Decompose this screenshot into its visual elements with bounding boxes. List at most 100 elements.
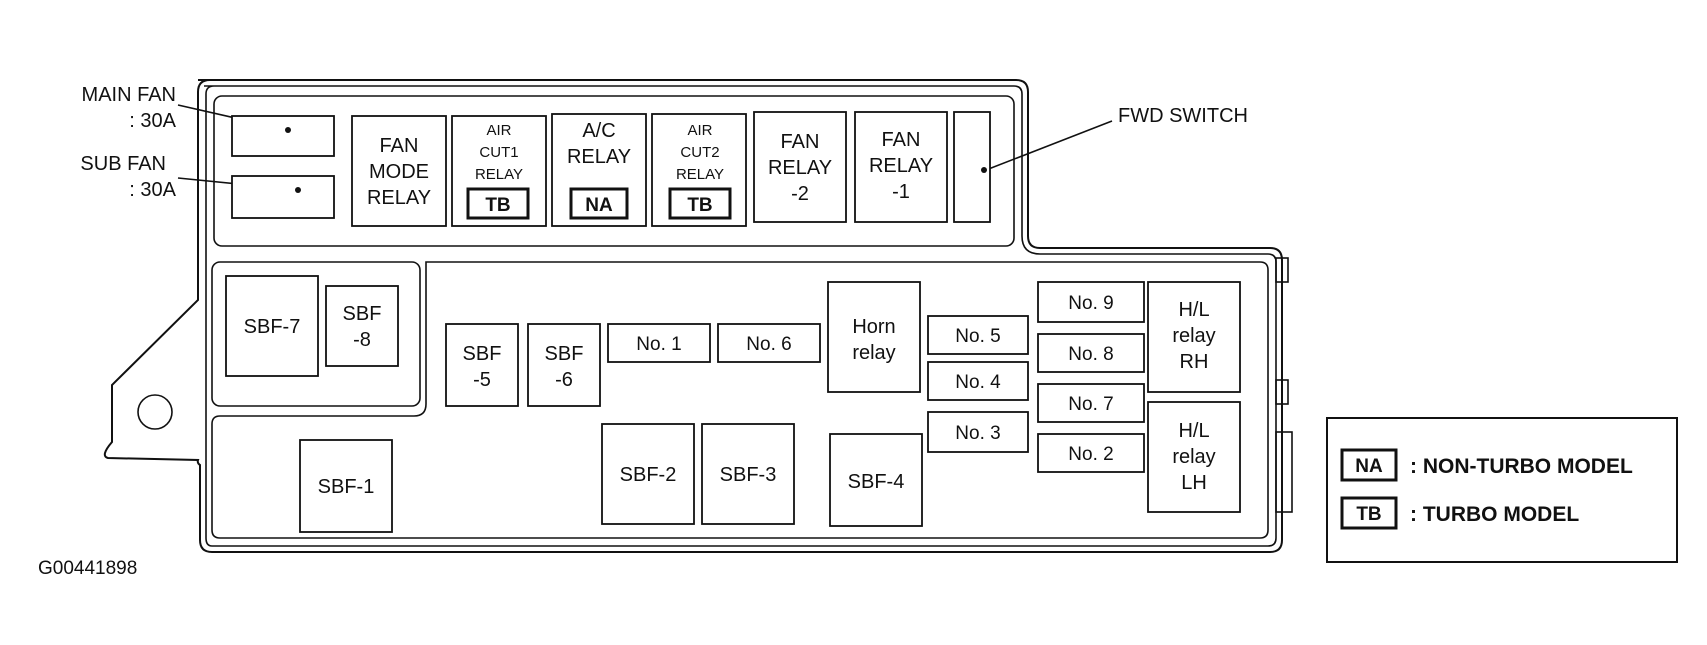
side-clip-mid: [1275, 379, 1289, 405]
fuse-box-outline: [103, 79, 1283, 553]
legend-na-text: : NON-TURBO MODEL: [1410, 455, 1633, 478]
legend-tb-tag-text: TB: [1356, 504, 1381, 525]
fuse-no-2: [1037, 433, 1145, 473]
sbf-6-label-line1: SBF: [545, 343, 584, 365]
legend-tb-tag: [1340, 496, 1398, 530]
side-clip-bottom: [1275, 431, 1293, 513]
fuse-no-9: [1037, 281, 1145, 323]
sbf-8-fuse: [325, 285, 399, 367]
fuse-no-5: [927, 315, 1029, 355]
horn-relay: [827, 281, 921, 393]
sbf-2-fuse: [601, 423, 695, 525]
fuse-no-1-label: No. 1: [636, 334, 681, 355]
fan-relay-2: [753, 111, 847, 223]
air-cut1-relay-line1: AIR: [486, 122, 511, 139]
sbf-2-label: SBF-2: [620, 464, 677, 486]
sub-fan-label-line1: SUB FAN: [80, 153, 166, 175]
fan-relay-2-line2: RELAY: [768, 157, 832, 179]
sbf-4-label: SBF-4: [848, 471, 905, 493]
fuse-no-8: [1037, 333, 1145, 373]
hl-relay-lh: [1147, 401, 1241, 513]
relay-compartment: [213, 95, 1015, 247]
ac-na-tag: [569, 187, 629, 220]
fuse-no-7: [1037, 383, 1145, 423]
fan-mode-relay-line1: FAN: [380, 135, 419, 157]
main-fan-fuse-dot: [285, 127, 291, 133]
fan-relay-2-line3: -2: [791, 183, 809, 205]
sbf-3-fuse: [701, 423, 795, 525]
air-cut2-tb-tag: [668, 187, 732, 220]
air-cut1-tb-text: TB: [485, 195, 510, 216]
fan-mode-relay-line2: MODE: [369, 161, 429, 183]
sbf-6-label-line2: -6: [555, 369, 573, 391]
sbf-4-fuse: [829, 433, 923, 527]
fuse-no-2-label: No. 2: [1068, 444, 1113, 465]
air-cut2-relay-line3: RELAY: [676, 166, 724, 183]
hl-relay-lh-line1: H/L: [1178, 420, 1209, 442]
main-fan-fuse: [231, 115, 335, 157]
sbf-5-label-line2: -5: [473, 369, 491, 391]
fuse-compartment-main: [211, 261, 1269, 539]
fan-mode-relay: [351, 115, 447, 227]
sbf-5-label-line1: SBF: [463, 343, 502, 365]
sbf-7-label: SBF-7: [244, 316, 301, 338]
hl-relay-rh-line1: H/L: [1178, 299, 1209, 321]
fan-relay-2-line1: FAN: [781, 131, 820, 153]
sbf-5-fuse: [445, 323, 519, 407]
fuse-no-4: [927, 361, 1029, 401]
mounting-hole: [137, 394, 173, 430]
fuse-no-3-label: No. 3: [955, 423, 1000, 444]
fwd-switch-slot: [953, 111, 991, 223]
sbf-8-label-line1: SBF: [343, 303, 382, 325]
fan-mode-relay-line3: RELAY: [367, 187, 431, 209]
hl-relay-lh-line2: relay: [1172, 446, 1215, 468]
sub-fan-label-line2: : 30A: [129, 179, 176, 201]
fwd-switch-dot: [981, 167, 987, 173]
legend-na-tag-text: NA: [1355, 456, 1383, 477]
legend-box: [1326, 417, 1678, 563]
sbf-compartment-left: [211, 261, 421, 407]
legend-tb-text: : TURBO MODEL: [1410, 503, 1579, 526]
fuse-no-4-label: No. 4: [955, 372, 1001, 393]
horn-relay-line2: relay: [852, 342, 895, 364]
legend-na-tag: [1340, 448, 1398, 482]
fwd-switch-label: FWD SWITCH: [1118, 105, 1248, 127]
hl-relay-rh: [1147, 281, 1241, 393]
side-clip-top: [1275, 257, 1289, 283]
sbf-8-label-line2: -8: [353, 329, 371, 351]
horn-relay-line1: Horn: [852, 316, 895, 338]
fuse-no-7-label: No. 7: [1068, 394, 1113, 415]
sbf-1-label: SBF-1: [318, 476, 375, 498]
hl-relay-rh-line3: RH: [1180, 351, 1209, 373]
fuse-no-5-label: No. 5: [955, 326, 1000, 347]
air-cut1-relay-line3: RELAY: [475, 166, 523, 183]
fuse-no-6-label: No. 6: [746, 334, 791, 355]
fuse-no-6: [717, 323, 821, 363]
air-cut2-relay-line2: CUT2: [680, 144, 719, 161]
fan-relay-1: [854, 111, 948, 223]
hl-relay-rh-line2: relay: [1172, 325, 1215, 347]
main-fan-label-line1: MAIN FAN: [82, 84, 176, 106]
ac-relay-line2: RELAY: [567, 146, 631, 168]
fan-relay-1-line1: FAN: [882, 129, 921, 151]
air-cut2-relay-line1: AIR: [687, 122, 712, 139]
figure-id: G00441898: [38, 558, 137, 579]
hl-relay-lh-line3: LH: [1181, 472, 1207, 494]
fuse-no-1: [607, 323, 711, 363]
main-fan-label-line2: : 30A: [129, 110, 176, 132]
fuse-no-3: [927, 411, 1029, 453]
fuse-no-9-label: No. 9: [1068, 293, 1113, 314]
sbf-7-fuse: [225, 275, 319, 377]
sbf-1-fuse: [299, 439, 393, 533]
fan-relay-1-line3: -1: [892, 181, 910, 203]
ac-na-text: NA: [585, 195, 613, 216]
fan-relay-1-line2: RELAY: [869, 155, 933, 177]
fuse-no-8-label: No. 8: [1068, 344, 1113, 365]
air-cut1-relay-line2: CUT1: [479, 144, 518, 161]
air-cut2-tb-text: TB: [687, 195, 712, 216]
sub-fan-fuse-dot: [295, 187, 301, 193]
sbf-3-label: SBF-3: [720, 464, 777, 486]
air-cut1-tb-tag: [466, 187, 530, 220]
sub-fan-fuse: [231, 175, 335, 219]
